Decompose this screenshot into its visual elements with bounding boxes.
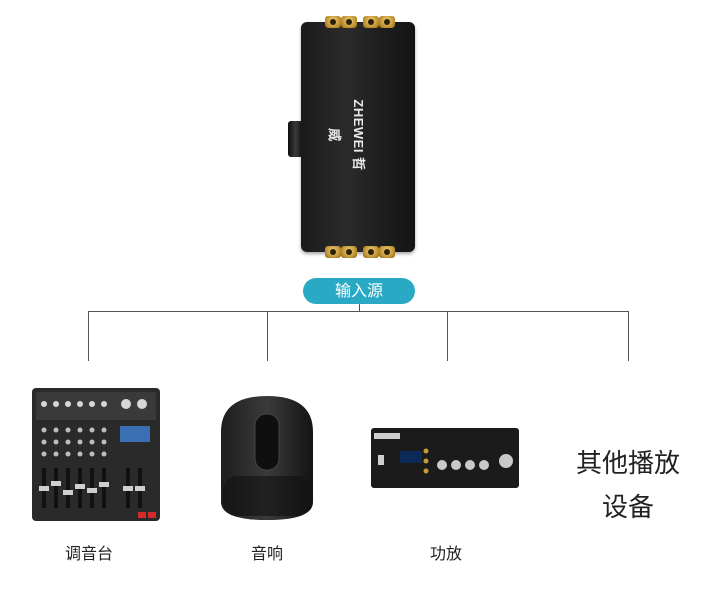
output-label-speaker: 音响 xyxy=(226,540,308,564)
mixing-console-icon xyxy=(30,386,162,523)
brand-text: ZHEWEI 哲威 xyxy=(346,95,370,175)
rca-jack-icon xyxy=(379,246,395,258)
rca-jack-icon xyxy=(325,246,341,258)
rca-jack-icon xyxy=(341,16,357,28)
output-label-other-devices: 其他播放 设备 xyxy=(560,442,696,530)
brand-logo: ZHEWEI 哲威 xyxy=(346,95,370,175)
speaker-icon xyxy=(213,392,321,524)
drop-line xyxy=(628,311,629,361)
rca-jack-icon xyxy=(363,246,379,258)
rca-jack-icon xyxy=(363,16,379,28)
drop-line xyxy=(447,311,448,361)
output-label-amplifier: 功放 xyxy=(405,540,487,564)
rca-jack-icon xyxy=(325,16,341,28)
drop-line xyxy=(88,311,89,361)
rca-jack-icon xyxy=(379,16,395,28)
branch-line xyxy=(88,311,629,312)
other-devices-line2: 设备 xyxy=(560,486,696,530)
output-label-mixer: 调音台 xyxy=(48,540,130,564)
drop-line xyxy=(267,311,268,361)
amplifier-icon xyxy=(370,427,520,489)
input-source-label: 输入源 xyxy=(303,278,415,304)
rca-jack-icon xyxy=(341,246,357,258)
other-devices-line1: 其他播放 xyxy=(560,442,696,486)
